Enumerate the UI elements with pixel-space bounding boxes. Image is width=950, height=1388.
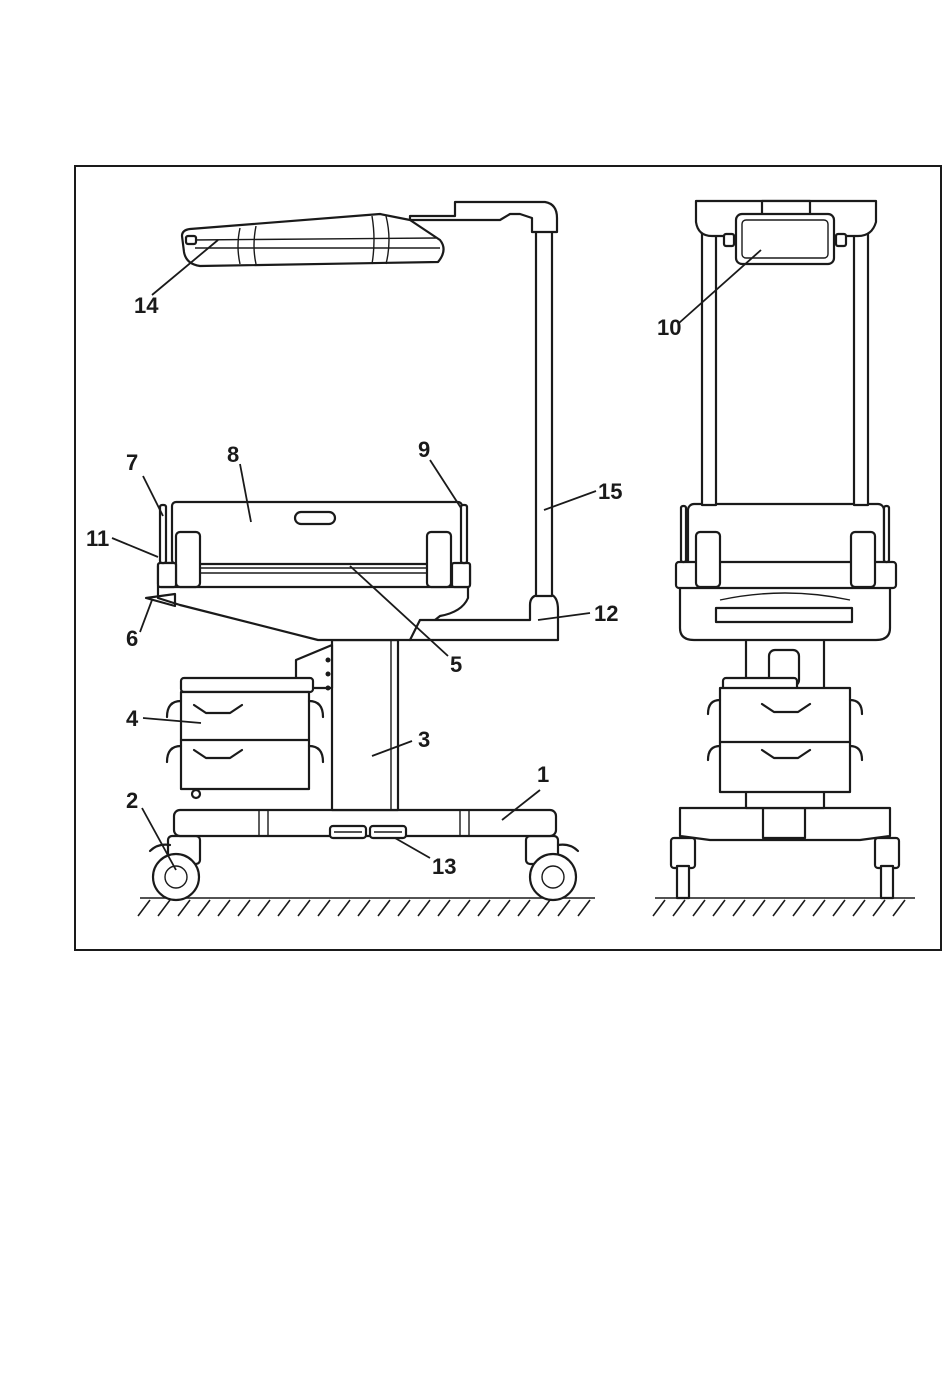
callout-2: 2 bbox=[126, 788, 138, 813]
front-base bbox=[671, 808, 899, 898]
front-view bbox=[653, 201, 915, 916]
callout-10: 10 bbox=[657, 315, 681, 340]
callout-1: 1 bbox=[537, 762, 549, 787]
callout-6: 6 bbox=[126, 626, 138, 651]
side-panel bbox=[172, 502, 462, 564]
callout-5: 5 bbox=[450, 652, 462, 677]
callout-4: 4 bbox=[126, 706, 139, 731]
side-view bbox=[138, 202, 595, 916]
front-bed bbox=[676, 504, 896, 588]
callout-3: 3 bbox=[418, 727, 430, 752]
front-drawers bbox=[708, 678, 862, 792]
callout-8: 8 bbox=[227, 442, 239, 467]
front-pole-frame bbox=[696, 201, 876, 505]
callout-14: 14 bbox=[134, 293, 159, 318]
callout-11: 11 bbox=[86, 526, 109, 551]
mattress-tray bbox=[158, 563, 470, 587]
lifting-column bbox=[296, 640, 398, 810]
side-view-ground bbox=[138, 898, 595, 916]
callout-12: 12 bbox=[594, 601, 618, 626]
callout-15: 15 bbox=[598, 479, 622, 504]
callout-9: 9 bbox=[418, 437, 430, 462]
callout-7: 7 bbox=[126, 450, 138, 475]
callout-13: 13 bbox=[432, 854, 456, 879]
caster-right bbox=[526, 836, 578, 900]
front-view-ground bbox=[653, 898, 915, 916]
radiant-heater bbox=[182, 214, 444, 266]
drawer-unit bbox=[167, 678, 323, 798]
